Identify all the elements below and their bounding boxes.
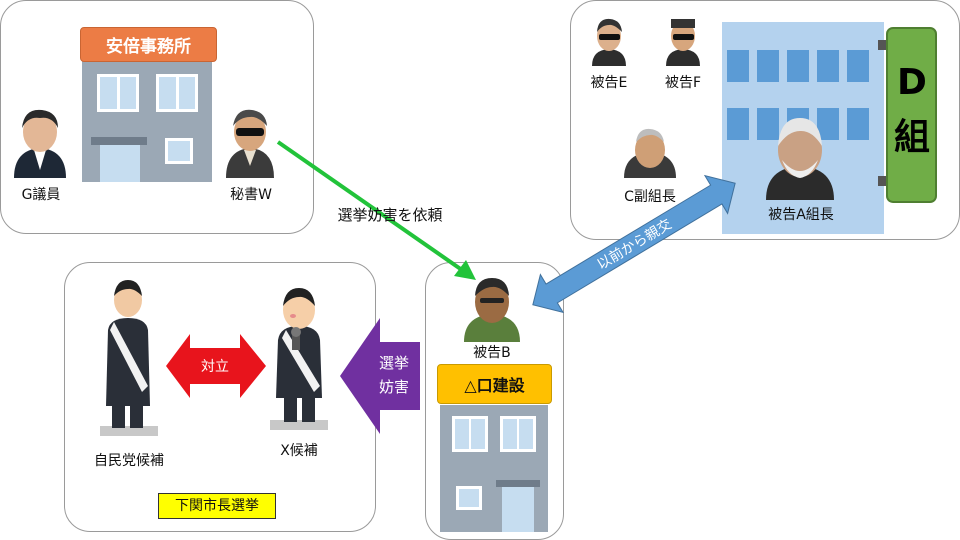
friendship-arrow: [532, 174, 736, 314]
ldp-candidate-icon: [100, 280, 158, 436]
politician-g-icon: [14, 109, 66, 178]
request-label: 選挙妨害を依頼: [337, 206, 443, 224]
conflict-label: 対立: [201, 359, 229, 375]
obstruction-label-1: 選挙: [378, 354, 409, 372]
politician-g-label: G議員: [21, 187, 61, 203]
boss-a-label: 被告A組長: [768, 207, 834, 223]
gang-sign-word: 組: [893, 117, 930, 158]
secretary-w-icon: [226, 109, 274, 178]
defendant-b-label: 被告B: [473, 345, 511, 361]
vice-boss-c-icon: [624, 128, 676, 178]
boss-a-icon: [766, 118, 834, 200]
vice-boss-label: C副組長: [624, 189, 676, 205]
request-arrow: [276, 140, 476, 280]
office-building: [82, 60, 212, 182]
ldp-candidate-label: 自民党候補: [94, 453, 164, 469]
defendant-b-icon: [464, 278, 520, 342]
conflict-arrow: [166, 334, 266, 398]
defendant-e-label: 被告E: [590, 75, 628, 91]
company-building: [440, 405, 548, 532]
obstruction-label-2: 妨害: [378, 378, 409, 396]
gang-sign-letter: D: [897, 62, 927, 103]
obstruction-arrow: [340, 318, 420, 434]
defendant-f-icon: [666, 19, 700, 66]
office-sign: 安倍事務所: [80, 27, 217, 62]
company-sign: △口建設: [437, 364, 552, 404]
defendant-f-label: 被告F: [664, 75, 702, 91]
x-candidate-icon: [270, 288, 328, 430]
defendant-e-icon: [592, 18, 626, 66]
x-candidate-label: X候補: [280, 443, 318, 459]
secretary-w-label: 秘書W: [230, 187, 272, 203]
election-title: 下関市長選挙: [158, 493, 276, 519]
